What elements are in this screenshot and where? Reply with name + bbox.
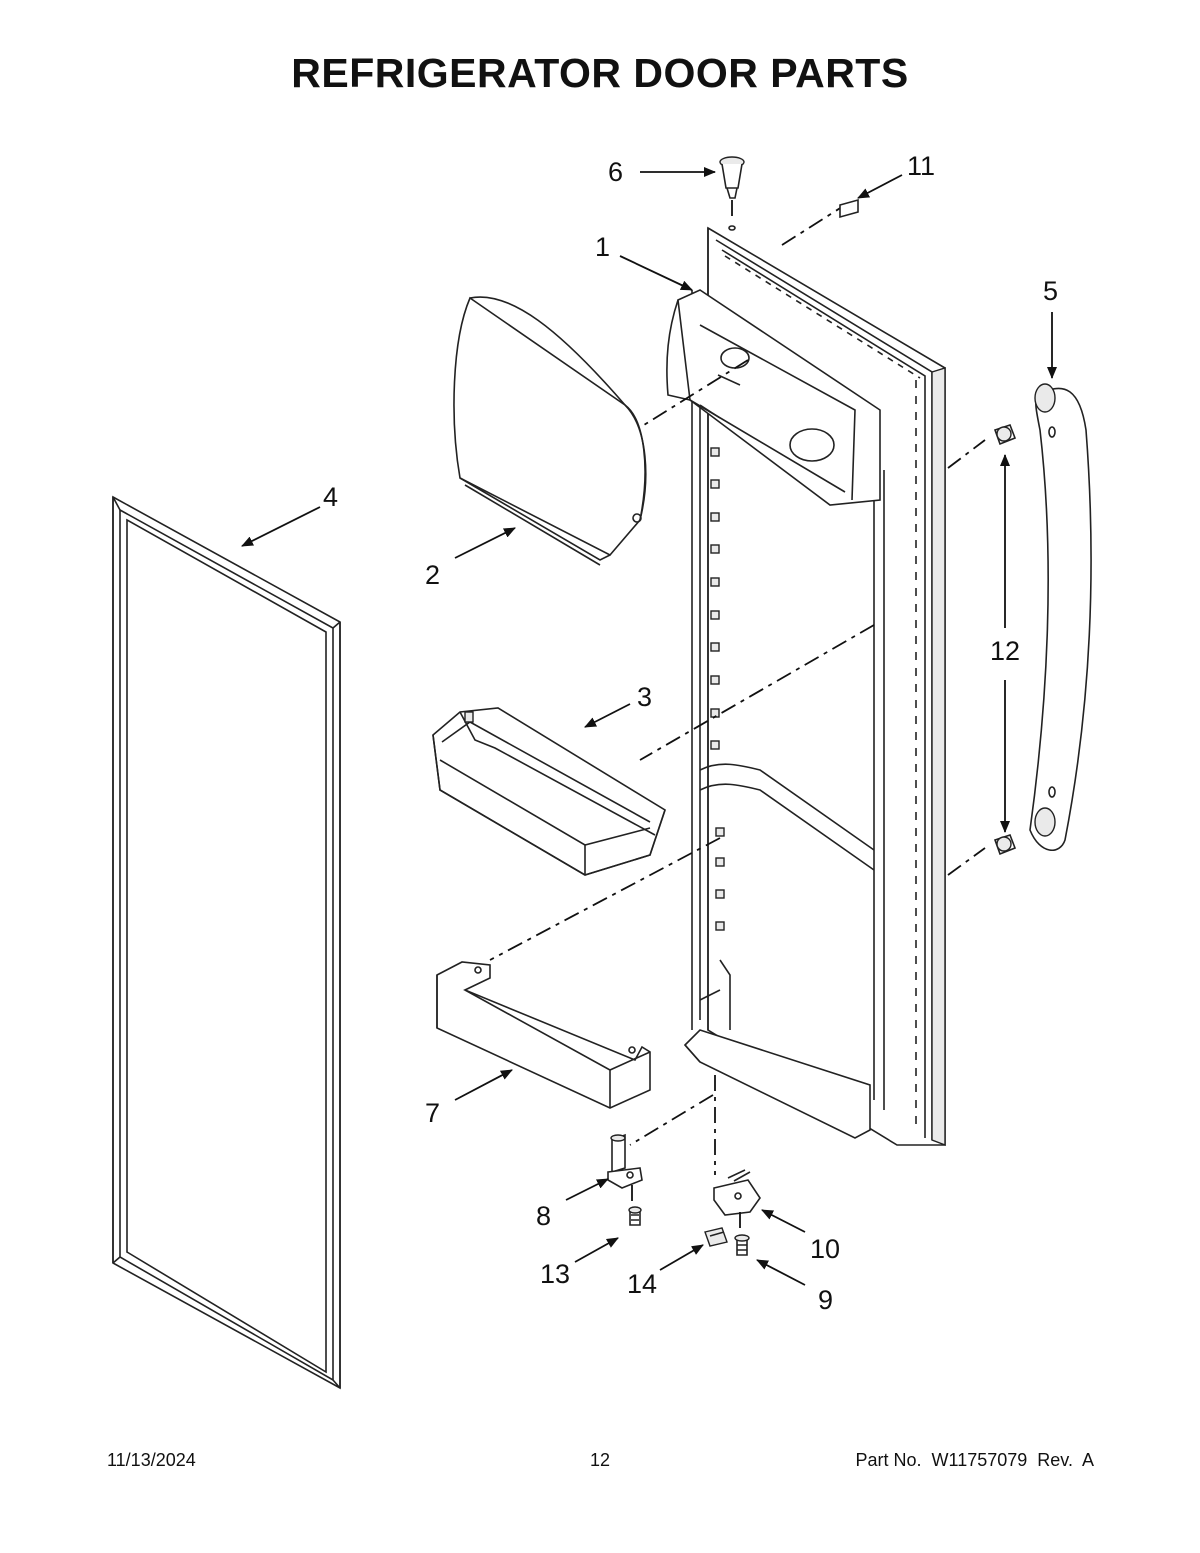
callout-12: 12 bbox=[990, 636, 1020, 666]
door-handle bbox=[1029, 383, 1092, 851]
handle-studs bbox=[993, 423, 1017, 856]
ice-bin-cover bbox=[453, 296, 647, 566]
door-gasket bbox=[112, 495, 341, 1390]
callout-5: 5 bbox=[1043, 276, 1058, 306]
footer-part-number: Part No. W11757079 Rev. A bbox=[855, 1450, 1094, 1470]
callout-4: 4 bbox=[323, 482, 338, 512]
callout-3: 3 bbox=[637, 682, 652, 712]
footer-date: 11/13/2024 bbox=[107, 1450, 196, 1470]
callout-13: 13 bbox=[540, 1259, 570, 1289]
footer-page-number: 12 bbox=[590, 1450, 611, 1470]
hinge-screw-13 bbox=[628, 1185, 642, 1226]
callout-14: 14 bbox=[627, 1269, 657, 1299]
lower-hinge-pin bbox=[607, 1133, 643, 1189]
hinge-plate bbox=[713, 1169, 761, 1216]
page-title: REFRIGERATOR DOOR PARTS bbox=[291, 50, 909, 96]
door-assembly bbox=[489, 204, 986, 1175]
callout-11: 11 bbox=[907, 151, 935, 181]
callout-9: 9 bbox=[818, 1285, 833, 1315]
label-part bbox=[839, 198, 859, 219]
hinge-bushing bbox=[704, 1227, 728, 1247]
callout-2: 2 bbox=[425, 560, 440, 590]
callout-8: 8 bbox=[536, 1201, 551, 1231]
top-plug bbox=[719, 156, 745, 231]
callout-6: 6 bbox=[608, 157, 623, 187]
callout-arrows bbox=[241, 167, 1057, 1286]
callout-7: 7 bbox=[425, 1098, 440, 1128]
shelf-studs bbox=[710, 447, 725, 931]
door-bin-lower bbox=[436, 961, 651, 1109]
hinge-screw-9 bbox=[734, 1212, 750, 1256]
door-bin-upper bbox=[432, 707, 666, 876]
callout-1: 1 bbox=[595, 232, 610, 262]
callout-10: 10 bbox=[810, 1234, 840, 1264]
